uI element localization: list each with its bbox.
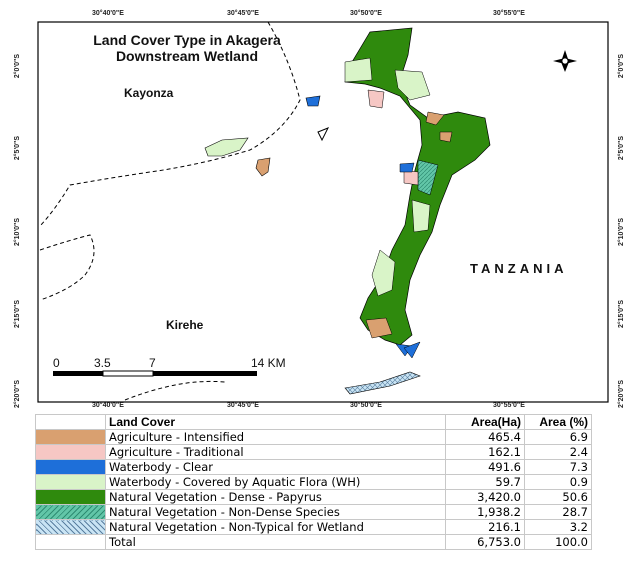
waterbody-clear	[403, 341, 421, 359]
area-ha: 465.4	[445, 429, 525, 445]
area-ha: 59.7	[445, 474, 525, 490]
area-ha: 491.6	[445, 459, 525, 475]
swatch-water-wh	[35, 474, 106, 490]
land-cover-name: Waterbody - Clear	[105, 459, 446, 475]
agri-traditional-patch	[367, 89, 385, 109]
area-pct: 50.6	[524, 489, 592, 505]
area-ha: 1,938.2	[445, 504, 525, 520]
lon-tick-bottom: 30°45'0"E	[227, 402, 259, 409]
swatch-water-clear	[35, 459, 106, 475]
table-row: Natural Vegetation - Non-Typical for Wet…	[35, 519, 592, 535]
map-frame: 30°40'0"E 30°45'0"E 30°50'0"E 30°55'0"E …	[10, 8, 632, 413]
map-title: Land Cover Type in Akagera Downstream We…	[52, 32, 322, 64]
land-cover-name: Waterbody - Covered by Aquatic Flora (WH…	[105, 474, 446, 490]
area-ha: 216.1	[445, 519, 525, 535]
land-cover-name: Natural Vegetation - Dense - Papyrus	[105, 489, 446, 505]
non-typical-patch	[344, 371, 421, 395]
water-outline	[317, 127, 330, 142]
area-ha: 3,420.0	[445, 489, 525, 505]
scale-label: 3.5	[94, 356, 111, 370]
map-title-line: Downstream Wetland	[115, 48, 259, 64]
north-arrow-icon	[553, 50, 577, 72]
lon-tick-top: 30°50'0"E	[350, 10, 382, 17]
agri-intensified-patch	[439, 131, 453, 143]
table-row: Natural Vegetation - Dense - Papyrus 3,4…	[35, 489, 592, 505]
swatch-non-dense	[35, 504, 106, 520]
wh-patch	[371, 249, 396, 297]
header-land-cover: Land Cover	[105, 414, 446, 430]
table-row: Agriculture - Traditional 162.1 2.4	[35, 444, 592, 460]
map-title-line: Land Cover Type in Akagera	[93, 32, 281, 48]
scale-segment	[153, 371, 257, 376]
area-pct: 3.2	[524, 519, 592, 535]
table-header-row: Land Cover Area(Ha) Area (%)	[35, 414, 592, 430]
lon-tick-top: 30°40'0"E	[92, 10, 124, 17]
place-label-tanzania: TANZANIA	[470, 261, 568, 276]
scale-segment	[53, 371, 103, 376]
wh-patch	[394, 69, 431, 101]
header-area-ha: Area(Ha)	[445, 414, 525, 430]
district-boundary	[124, 380, 226, 401]
lon-tick-bottom: 30°40'0"E	[92, 402, 124, 409]
place-label-kayonza: Kayonza	[124, 86, 174, 100]
land-cover-name: Agriculture - Traditional	[105, 444, 446, 460]
wh-patch	[344, 57, 373, 83]
area-pct: 6.9	[524, 429, 592, 445]
wh-patch	[204, 137, 249, 157]
total-area-pct: 100.0	[524, 534, 592, 550]
scale-label: 0	[53, 356, 60, 370]
land-cover-table: Land Cover Area(Ha) Area (%) Agriculture…	[35, 414, 592, 550]
lon-tick-bottom: 30°55'0"E	[493, 402, 525, 409]
header-area-pct: Area (%)	[524, 414, 592, 430]
lon-tick-bottom: 30°50'0"E	[350, 402, 382, 409]
scale-label: 7	[149, 356, 156, 370]
scale-label: 14 KM	[251, 356, 286, 370]
lon-tick-top: 30°45'0"E	[227, 10, 259, 17]
swatch-agri-traditional	[35, 444, 106, 460]
agri-intensified-patch	[255, 157, 271, 177]
table-row: Agriculture - Intensified 465.4 6.9	[35, 429, 592, 445]
area-pct: 7.3	[524, 459, 592, 475]
place-label-kirehe: Kirehe	[166, 318, 204, 332]
scale-segment	[102, 370, 154, 377]
swatch-papyrus	[35, 489, 106, 505]
wh-patch	[411, 199, 431, 233]
table-row: Waterbody - Clear 491.6 7.3	[35, 459, 592, 475]
area-pct: 2.4	[524, 444, 592, 460]
table-row: Waterbody - Covered by Aquatic Flora (WH…	[35, 474, 592, 490]
table-row: Natural Vegetation - Non-Dense Species 1…	[35, 504, 592, 520]
agri-intensified-patch	[425, 111, 445, 126]
agri-intensified-patch	[365, 317, 393, 339]
swatch-empty	[35, 534, 106, 550]
total-label: Total	[105, 534, 446, 550]
total-area-ha: 6,753.0	[445, 534, 525, 550]
area-pct: 0.9	[524, 474, 592, 490]
swatch-non-typical	[35, 519, 106, 535]
agri-traditional-patch	[403, 169, 419, 186]
boundary-line	[39, 21, 301, 227]
waterbody-clear	[305, 95, 321, 107]
map-border	[37, 21, 609, 403]
table-total-row: Total 6,753.0 100.0	[35, 534, 592, 550]
swatch-header	[35, 414, 106, 430]
land-cover-name: Agriculture - Intensified	[105, 429, 446, 445]
area-pct: 28.7	[524, 504, 592, 520]
swatch-agri-intensified	[35, 429, 106, 445]
district-boundary	[39, 234, 95, 301]
lon-tick-top: 30°55'0"E	[493, 10, 525, 17]
land-cover-name: Natural Vegetation - Non-Dense Species	[105, 504, 446, 520]
waterbody-clear	[399, 162, 415, 173]
area-ha: 162.1	[445, 444, 525, 460]
land-cover-name: Natural Vegetation - Non-Typical for Wet…	[105, 519, 446, 535]
